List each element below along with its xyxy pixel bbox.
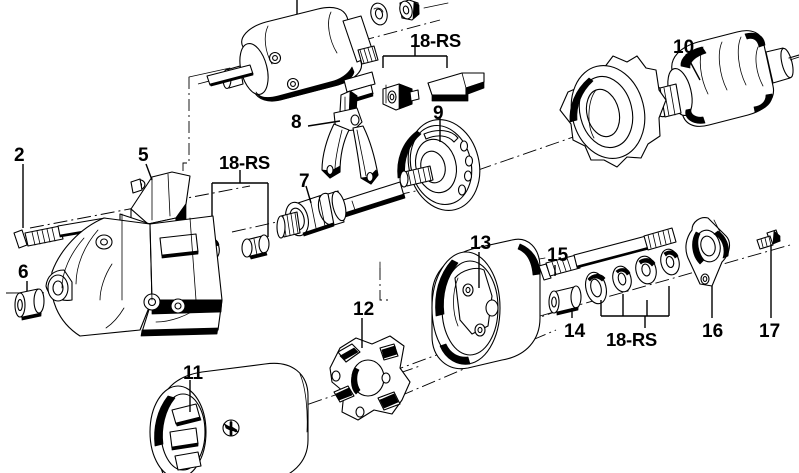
- callout-6: 6: [18, 262, 29, 283]
- part-drive-pinion: [276, 185, 347, 239]
- part-mounting-bracket: [685, 217, 731, 318]
- part-starter-housing: [45, 213, 223, 337]
- part-rear-bushing: [548, 285, 582, 318]
- callout-group-18rs-bottom: 18-RS: [606, 329, 657, 350]
- part-contact-block: [382, 83, 420, 111]
- part-brush-holder: [329, 318, 411, 421]
- part-gear-carrier: [397, 118, 481, 211]
- callout-group-18rs-left: 18-RS: [219, 152, 270, 173]
- callout-14: 14: [564, 321, 586, 342]
- part-field-housing: [149, 362, 309, 473]
- callout-16: 16: [702, 321, 724, 342]
- callout-10: 10: [673, 37, 695, 58]
- part-toothed-ring: [559, 55, 667, 168]
- part-thrust-washer-1: [585, 271, 607, 305]
- part-thrust-washer-3: [635, 255, 657, 285]
- callout-8: 8: [291, 112, 302, 133]
- callout-7: 7: [299, 171, 310, 192]
- callout-17: 17: [759, 321, 781, 342]
- callout-11: 11: [183, 363, 204, 384]
- part-nut-top: [399, 0, 449, 21]
- group-bracket-18rs-top: [382, 44, 448, 68]
- part-washer-top: [370, 2, 388, 26]
- part-small-screw: [756, 229, 781, 318]
- part-thrust-washer-2: [612, 265, 632, 293]
- callout-group-18rs-top: 18-RS: [410, 30, 461, 51]
- part-front-bushing: [14, 281, 45, 321]
- part-bushing-left: [241, 234, 270, 260]
- part-solenoid: [206, 0, 379, 104]
- callout-5: 5: [138, 145, 149, 166]
- callout-2: 2: [14, 145, 25, 166]
- callout-12: 12: [353, 299, 375, 320]
- callout-9: 9: [433, 103, 444, 124]
- part-long-stud: [538, 227, 677, 281]
- part-shift-fork: [307, 90, 379, 185]
- group-bracket-18rs-bottom: [600, 286, 670, 328]
- callout-15: 15: [547, 245, 569, 266]
- callout-13: 13: [470, 233, 492, 254]
- part-contact-bridge: [427, 72, 485, 102]
- part-clip-washer-4: [660, 248, 680, 276]
- part-end-cover: [431, 238, 541, 370]
- group-bracket-18rs-left: [211, 170, 269, 237]
- part-armature: [650, 30, 799, 127]
